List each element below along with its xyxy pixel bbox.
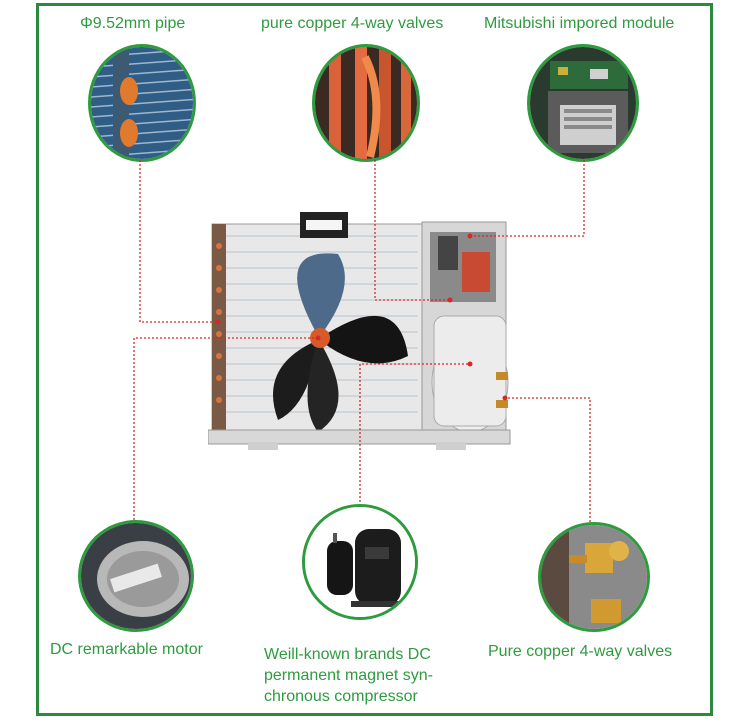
label-compressor-line3: chronous compressor (264, 688, 418, 705)
label-motor: DC remarkable motor (50, 641, 203, 658)
valves-bottom-detail-circle (538, 522, 650, 632)
valves-detail-circle (312, 44, 420, 162)
motor-detail-circle (78, 520, 194, 632)
diagram-frame (36, 3, 713, 716)
label-valves-top: pure copper 4-way valves (261, 15, 444, 32)
label-compressor: Weill-known brands DC permanent magnet s… (264, 644, 474, 707)
outdoor-unit-illustration (208, 212, 511, 450)
pipe-detail-circle (88, 44, 196, 162)
label-valves-bottom: Pure copper 4-way valves (488, 643, 673, 660)
label-compressor-line2: permanent magnet syn- (264, 667, 433, 684)
label-module: Mitsubishi impored module (484, 15, 675, 32)
label-pipe: Φ9.52mm pipe (80, 15, 186, 32)
module-detail-circle (527, 44, 639, 162)
label-compressor-line1: Weill-known brands DC (264, 646, 431, 663)
compressor-detail-circle (302, 504, 418, 620)
